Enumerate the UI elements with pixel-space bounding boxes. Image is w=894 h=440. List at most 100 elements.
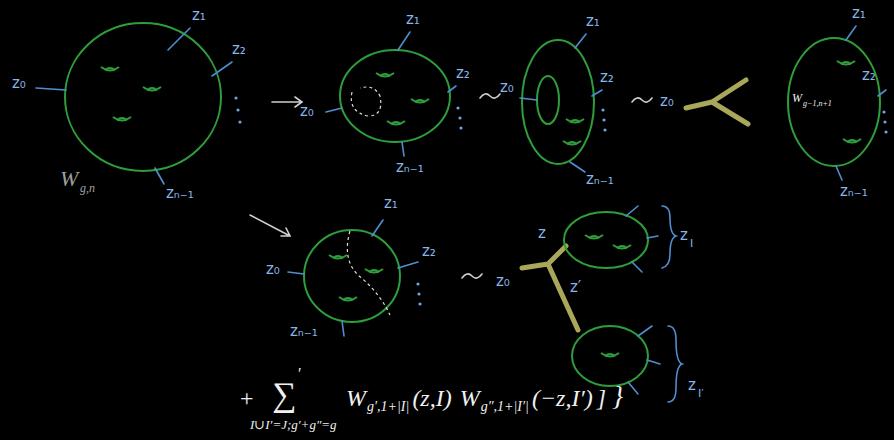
tilde-symbol <box>480 94 500 98</box>
brace <box>668 326 682 402</box>
leg-line <box>155 168 164 184</box>
leg-label: z₀ <box>300 104 314 119</box>
leg-label: zₙ₋₁ <box>290 324 318 339</box>
leg-line <box>575 34 586 48</box>
handle <box>837 61 855 65</box>
handle <box>339 297 357 301</box>
subscript: I′ <box>698 388 704 399</box>
ellipsis-dot <box>456 106 459 109</box>
arrow <box>250 215 290 236</box>
ellipsis-dot <box>417 292 420 295</box>
handle <box>113 117 131 121</box>
tilde-symbol <box>462 274 482 278</box>
leg-label: z₁ <box>384 196 398 211</box>
riemann-surface <box>572 326 648 386</box>
leg-line <box>878 90 886 96</box>
leg-line <box>836 166 842 180</box>
leg-line <box>647 236 658 238</box>
handle <box>601 353 619 357</box>
handle <box>329 255 347 259</box>
leg-label: z₂ <box>456 66 470 81</box>
arrow <box>272 97 302 107</box>
leg-line <box>402 142 404 156</box>
tilde-symbol <box>632 98 652 102</box>
leg-label: z₀ <box>660 94 674 109</box>
leg-label: zₙ₋₁ <box>396 160 424 175</box>
handle <box>563 141 581 145</box>
leg-line <box>36 88 66 90</box>
handle <box>376 73 394 77</box>
ellipsis-dot <box>416 282 419 285</box>
sum-symbol: ∑ <box>272 378 296 412</box>
ellipsis-dot <box>602 118 605 121</box>
bracket: ] <box>597 386 606 410</box>
leg-label: z <box>680 228 688 243</box>
leg-label: z₀ <box>12 76 26 91</box>
ellipsis-dot <box>459 126 462 129</box>
riemann-surface <box>340 50 450 142</box>
function-name: W <box>792 92 802 104</box>
ellipsis-dot <box>236 108 239 111</box>
subscript: I <box>690 238 693 249</box>
leg-label: z′ <box>570 280 581 295</box>
leg-label: z₁ <box>192 8 206 23</box>
leg-line <box>342 321 344 336</box>
function-name: W <box>460 386 480 410</box>
prime-mark: ′ <box>298 366 302 382</box>
leg-line <box>626 206 638 216</box>
handle <box>843 139 861 143</box>
ellipsis-dot <box>884 130 887 133</box>
subscript: g′,1+|I| <box>367 400 409 414</box>
leg-line <box>168 28 190 50</box>
leg-label: z <box>538 226 546 241</box>
summation-range: I∪I′=J;g′+g″=g <box>250 418 337 431</box>
leg-label: z₂ <box>600 70 614 85</box>
handle <box>101 67 119 71</box>
leg-line <box>372 220 383 236</box>
ellipsis-dot <box>883 120 886 123</box>
leg-line <box>628 382 638 394</box>
leg-label: z₀ <box>496 274 510 289</box>
handle <box>365 269 383 273</box>
riemann-surface <box>788 38 880 166</box>
leg-label: zₙ₋₁ <box>840 184 868 199</box>
leg-label: zₙ₋₁ <box>166 186 194 201</box>
riemann-surface <box>65 23 221 171</box>
operator: + <box>240 386 254 410</box>
leg-label: z₂ <box>422 244 436 259</box>
leg-label: z₂ <box>862 68 876 83</box>
leg-label: z₁ <box>586 14 600 29</box>
handle <box>411 99 429 103</box>
leg-label: z₂ <box>232 42 246 57</box>
leg-line <box>592 90 602 96</box>
cut-curve <box>347 231 390 315</box>
leg-line <box>288 272 304 274</box>
leg-label: zₙ₋₁ <box>586 172 614 187</box>
leg-line <box>570 162 585 172</box>
leg-line <box>520 98 537 100</box>
ellipsis-dot <box>603 128 606 131</box>
boundary-hole <box>537 76 559 124</box>
riemann-surface <box>522 40 594 164</box>
trivalent-vertex <box>686 80 748 124</box>
leg-label: z₀ <box>500 80 514 95</box>
handle <box>566 119 584 123</box>
riemann-surface <box>304 230 400 322</box>
subscript: g,n <box>80 182 95 194</box>
leg-line <box>647 360 660 364</box>
ellipsis-dot <box>458 116 461 119</box>
brace <box>662 206 676 268</box>
leg-line <box>212 62 232 76</box>
ellipsis-dot <box>882 110 885 113</box>
leg-line <box>326 108 342 112</box>
leg-line <box>632 262 642 272</box>
leg-label: z₁ <box>406 12 420 27</box>
leg-line <box>398 32 410 50</box>
handle <box>143 87 161 91</box>
cut-curve <box>351 87 380 116</box>
ellipsis-dot <box>601 108 604 111</box>
bracket: } <box>612 382 623 410</box>
